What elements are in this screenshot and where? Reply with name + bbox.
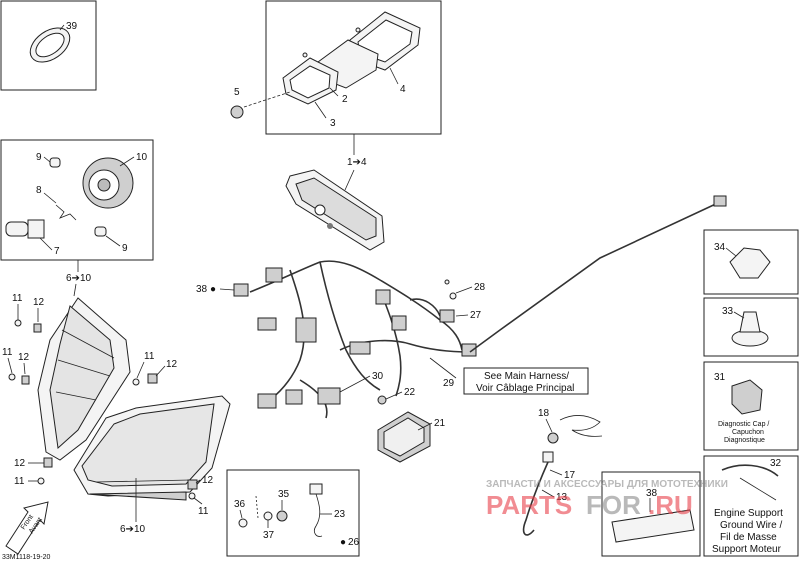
callout-1-to-4: 1➔4 (347, 157, 367, 168)
callout-31: 31 (714, 372, 726, 383)
callout-39: 39 (66, 21, 78, 32)
box-part-38-paste: 38 (601, 471, 701, 557)
callout-11a: 11 (12, 293, 23, 304)
ground-line2: Ground Wire / (720, 520, 782, 531)
callout-4: 4 (400, 84, 406, 95)
callout-12a: 12 (33, 297, 45, 308)
callout-6-to-10-bottom: 6➔10 (120, 524, 146, 535)
callout-27: 27 (470, 310, 482, 321)
see-main-harness-note: See Main Harness/ Voir Câblage Principal (463, 367, 589, 395)
callout-12e: 12 (202, 475, 214, 486)
callout-2: 2 (342, 94, 348, 105)
callout-12d: 12 (14, 458, 26, 469)
main-harness (233, 195, 727, 419)
box-part-39: 39 (0, 0, 97, 91)
callout-11e: 11 (198, 506, 209, 517)
box-diagnostic-cap: 31 Diagnostic Cap / Capuchon Diagnostiqu… (703, 361, 799, 451)
callout-9b: 9 (122, 243, 128, 254)
tether-cord (522, 415, 603, 536)
drop-icon: ● (210, 284, 216, 295)
callout-22: 22 (404, 387, 416, 398)
callout-26: 26 (348, 537, 360, 548)
diagram-code: 33M1118-19-20 (2, 554, 50, 561)
diag-cap-line1: Diagnostic Cap / (718, 421, 769, 428)
callout-35: 35 (278, 489, 290, 500)
right-headlight (73, 395, 231, 501)
callout-7: 7 (54, 246, 60, 257)
callout-8: 8 (36, 185, 42, 196)
callout-33: 33 (722, 306, 734, 317)
watermark-ru: .RU (648, 490, 693, 520)
callout-6-to-10-top: 6➔10 (66, 273, 92, 284)
callout-11d: 11 (14, 476, 25, 487)
front-direction-arrow: Front Avant (5, 501, 49, 555)
callout-18: 18 (538, 408, 550, 419)
callout-38a: 38 (196, 284, 208, 295)
callout-9a: 9 (36, 152, 42, 163)
ground-line1: Engine Support (714, 508, 783, 519)
ground-line4: Support Moteur (712, 544, 782, 555)
watermark: ЗАПЧАСТИ И АКСЕССУАРЫ ДЛЯ МОТОТЕХНИКИ PA… (486, 479, 728, 520)
callout-37: 37 (263, 530, 275, 541)
diag-cap-line2: Capuchon (732, 429, 764, 436)
callout-28: 28 (474, 282, 486, 293)
diag-cap-line3: Diagnostique (724, 437, 765, 444)
watermark-tagline: ЗАПЧАСТИ И АКСЕССУАРЫ ДЛЯ МОТОТЕХНИКИ (486, 479, 728, 490)
drop-icon-26: ● (340, 537, 346, 548)
box-part-33: 33 (703, 297, 799, 357)
callout-29: 29 (443, 378, 455, 389)
harness-note-line1: See Main Harness/ (484, 371, 569, 382)
ground-line3: Fil de Masse (720, 532, 777, 543)
callout-21: 21 (434, 418, 446, 429)
callout-12c: 12 (166, 359, 178, 370)
callout-10: 10 (136, 152, 148, 163)
callout-23: 23 (334, 509, 346, 520)
watermark-parts: PARTS (486, 490, 572, 520)
callout-38b: 38 (646, 488, 658, 499)
box-lower-middle: 36 35 37 23 ● 26 (226, 469, 360, 557)
box-part-34: 34 (703, 229, 799, 295)
callout-3: 3 (330, 118, 336, 129)
callout-13: 13 (556, 492, 568, 503)
watermark-for: FOR (586, 490, 641, 520)
callout-11b: 11 (2, 347, 13, 358)
callout-5: 5 (234, 87, 240, 98)
harness-note-line2: Voir Câblage Principal (476, 383, 574, 394)
callout-30: 30 (372, 371, 384, 382)
callout-12b: 12 (18, 352, 30, 363)
left-headlight (37, 297, 131, 461)
box-ground-wire: 32 Engine Support Ground Wire / Fil de M… (703, 455, 799, 557)
callout-17: 17 (564, 470, 576, 481)
instrument-cluster (285, 169, 385, 251)
callout-34: 34 (714, 242, 726, 253)
callout-11c: 11 (144, 351, 155, 362)
box-gauge-parts: 5 2 4 3 (230, 0, 442, 135)
callout-36: 36 (234, 499, 246, 510)
callout-32: 32 (770, 458, 782, 469)
electronic-module-21 (377, 411, 431, 463)
box-bulb-parts: 9 10 8 7 9 (0, 139, 154, 261)
